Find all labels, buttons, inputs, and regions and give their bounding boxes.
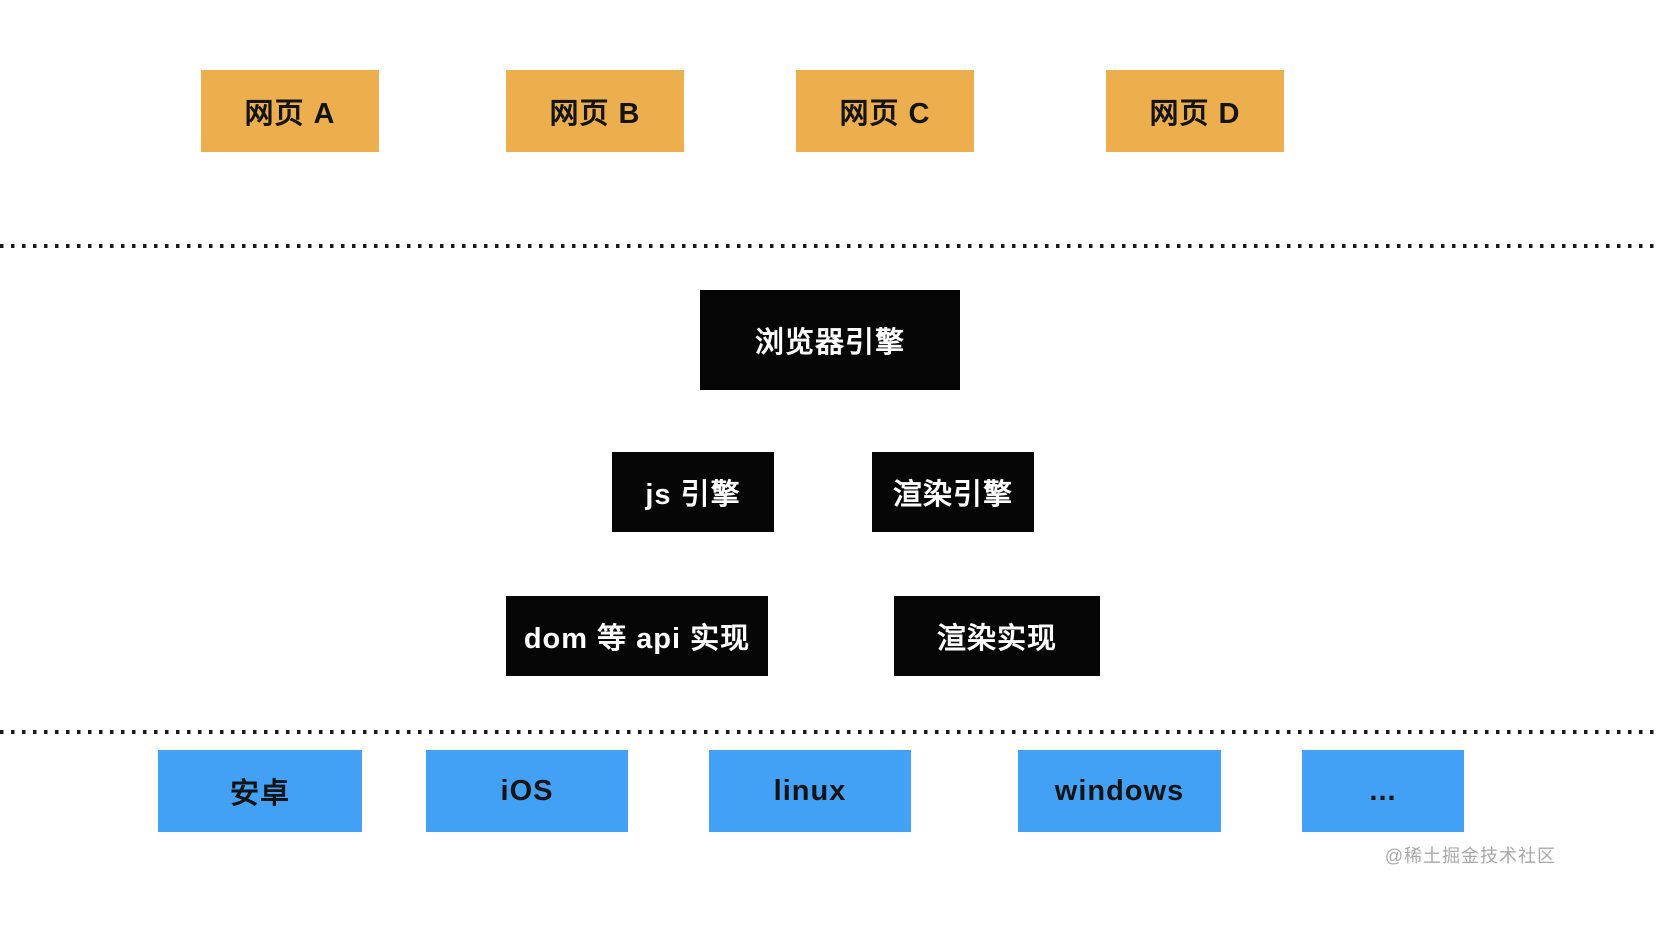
dotted-separator-top <box>0 244 1656 248</box>
js-engine-box: js 引擎 <box>612 452 774 532</box>
webpage-b-box: 网页 B <box>506 70 684 152</box>
platform-more-box: ... <box>1302 750 1464 832</box>
webpage-c-box: 网页 C <box>796 70 974 152</box>
dotted-separator-bottom <box>0 730 1656 734</box>
render-engine-box: 渲染引擎 <box>872 452 1034 532</box>
render-implementation-box: 渲染实现 <box>894 596 1100 676</box>
webpage-a-box: 网页 A <box>201 70 379 152</box>
webpage-d-box: 网页 D <box>1106 70 1284 152</box>
platform-linux-box: linux <box>709 750 911 832</box>
dom-api-implementation-box: dom 等 api 实现 <box>506 596 768 676</box>
watermark-text: @稀土掘金技术社区 <box>1384 846 1556 866</box>
platform-android-box: 安卓 <box>158 750 362 832</box>
platform-ios-box: iOS <box>426 750 628 832</box>
browser-engine-box: 浏览器引擎 <box>700 290 960 390</box>
platform-windows-box: windows <box>1018 750 1221 832</box>
